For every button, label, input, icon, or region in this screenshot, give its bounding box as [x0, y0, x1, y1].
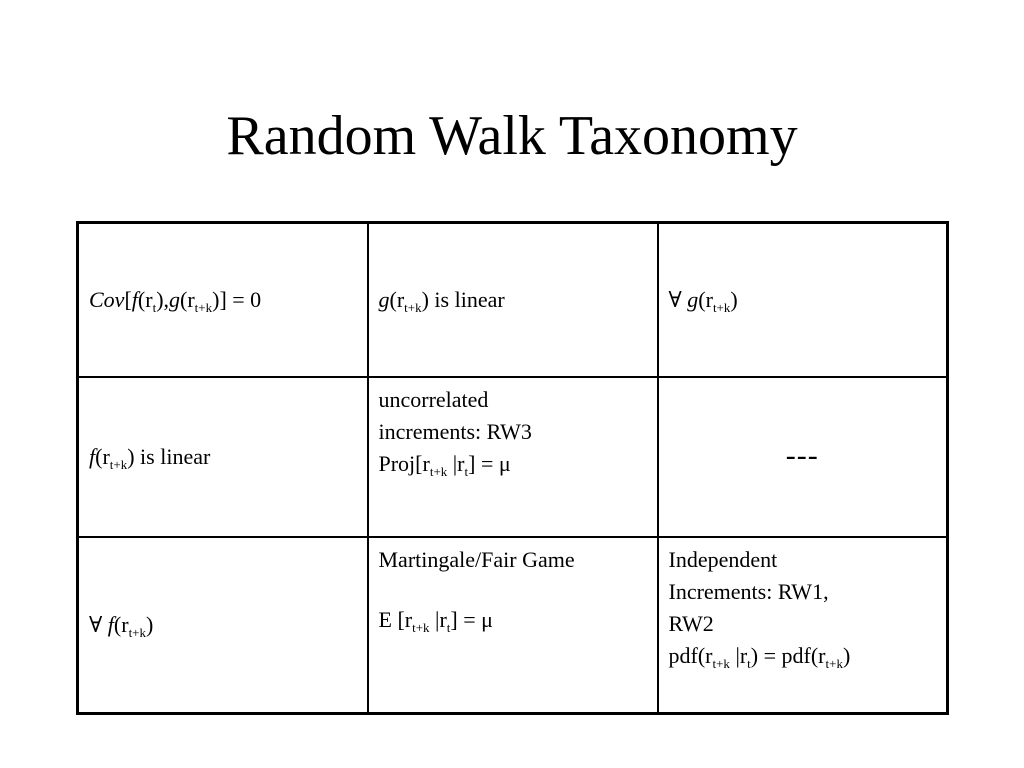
f-symbol: f: [131, 287, 138, 312]
conditional-bar: |r: [447, 451, 465, 476]
taxonomy-table: Cov[f(rt),g(rt+k)] = 0 g(rt+k) is linear…: [76, 221, 949, 715]
header-g-any-cell: ∀ g(rt+k): [656, 221, 949, 378]
forall-symbol: ∀: [89, 612, 108, 637]
r-symbol: (r: [180, 287, 195, 312]
subscript-t-k: t+k: [412, 620, 430, 635]
separator: ),: [156, 287, 170, 312]
subscript-t-k: t+k: [128, 625, 147, 640]
rw3-line1: uncorrelated: [378, 387, 489, 412]
subscript-t-k: t+k: [404, 300, 422, 315]
cell-empty-dashes: ---: [656, 376, 949, 538]
g-symbol: g: [687, 287, 699, 312]
r-symbol: (r: [698, 287, 713, 312]
rw3-projection-formula: Proj[rt+k |rt] = μ: [379, 448, 647, 480]
independent-line2: Increments: RW1,: [668, 579, 829, 604]
subscript-t-k: t+k: [825, 656, 843, 671]
pdf-text: pdf(r: [668, 643, 713, 668]
f-symbol: f: [107, 612, 114, 637]
pdf-equals-text: ) = pdf(r: [750, 643, 826, 668]
header-corner-cell: Cov[f(rt),g(rt+k)] = 0: [76, 221, 369, 378]
rw3-line2: increments: RW3: [378, 419, 532, 444]
martingale-expectation-formula: E [rt+k |rt] = μ: [379, 604, 647, 636]
cell-rw3: uncorrelated increments: RW3 Proj[rt+k |…: [366, 376, 659, 538]
paren-close: ): [730, 287, 738, 312]
equals-mu: ] = μ: [450, 607, 493, 632]
subscript-t-k: t+k: [712, 656, 730, 671]
paren-close: ): [146, 612, 154, 637]
equals-mu: ] = μ: [468, 451, 511, 476]
bracket-open: [: [124, 287, 132, 312]
cov-symbol: Cov: [89, 287, 125, 312]
is-linear-text: ) is linear: [127, 444, 211, 469]
expectation-text: E [r: [378, 607, 413, 632]
proj-text: Proj[r: [378, 451, 430, 476]
g-symbol: g: [378, 287, 390, 312]
g-symbol: g: [169, 287, 181, 312]
pdf-formula: pdf(rt+k |rt) = pdf(rt+k): [669, 640, 937, 672]
f-symbol: f: [89, 444, 96, 469]
equals-zero: )] = 0: [212, 287, 262, 312]
r-symbol: (r: [95, 444, 110, 469]
table-row-f-linear: f(rt+k) is linear uncorrelated increment…: [76, 376, 949, 538]
subscript-t: t: [446, 620, 451, 635]
r-symbol: (r: [137, 287, 153, 312]
is-linear-text: ) is linear: [421, 287, 505, 312]
row-label-f-any: ∀ f(rt+k): [76, 536, 369, 715]
table-row-f-any: ∀ f(rt+k) Martingale/Fair Game E [rt+k |…: [76, 536, 949, 715]
spacer: [379, 576, 647, 604]
table-header-row: Cov[f(rt),g(rt+k)] = 0 g(rt+k) is linear…: [76, 221, 949, 378]
r-symbol: (r: [113, 612, 129, 637]
cell-martingale: Martingale/Fair Game E [rt+k |rt] = μ: [366, 536, 659, 715]
independent-line1: Independent: [668, 547, 778, 572]
slide-title: Random Walk Taxonomy: [226, 105, 798, 167]
header-g-linear-cell: g(rt+k) is linear: [366, 221, 659, 378]
subscript-t: t: [464, 464, 469, 479]
subscript-t: t: [747, 656, 751, 671]
subscript-t-k: t+k: [109, 457, 128, 472]
subscript-t: t: [152, 300, 157, 315]
conditional-bar: |r: [729, 643, 748, 668]
subscript-t-k: t+k: [712, 300, 731, 315]
row-label-f-linear: f(rt+k) is linear: [76, 376, 369, 538]
subscript-t-k: t+k: [429, 464, 448, 479]
r-symbol: (r: [389, 287, 405, 312]
independent-line3: RW2: [668, 611, 714, 636]
forall-symbol: ∀: [668, 287, 688, 312]
dashes-text: ---: [785, 439, 819, 472]
conditional-bar: |r: [429, 607, 447, 632]
paren-close: ): [842, 643, 851, 668]
cell-independent-increments: Independent Increments: RW1, RW2 pdf(rt+…: [656, 536, 949, 715]
subscript-t-k: t+k: [194, 300, 213, 315]
martingale-label: Martingale/Fair Game: [378, 547, 575, 572]
